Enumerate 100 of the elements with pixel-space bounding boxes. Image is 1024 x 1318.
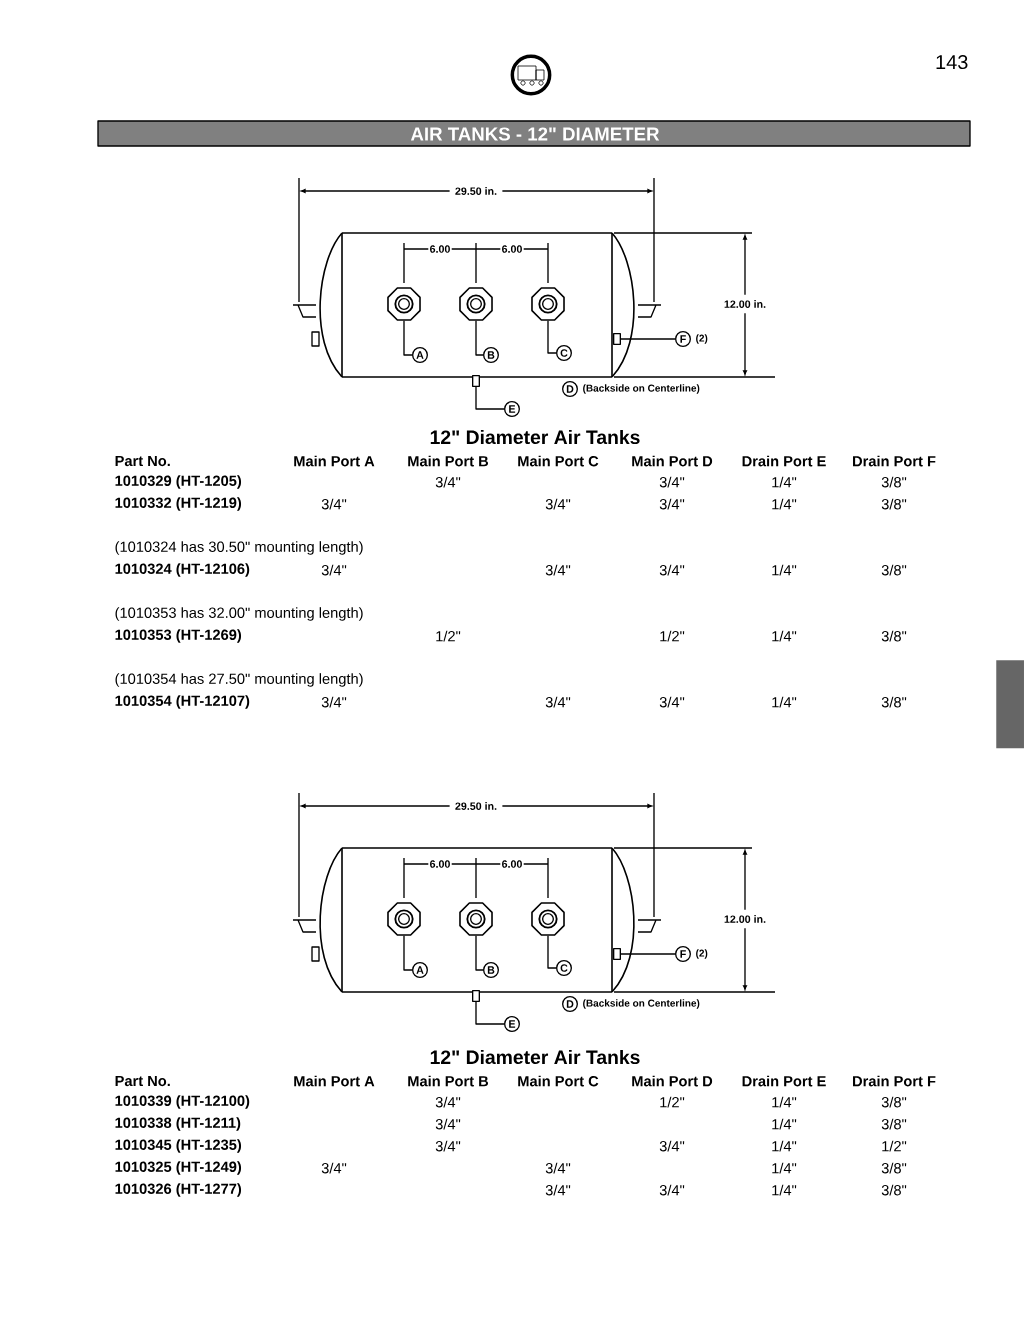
callout-letter: E [504,1016,520,1032]
table-title: 12" Diameter Air Tanks [430,1049,640,1065]
table-cell: 1/2" [882,1140,907,1152]
table-cell: 3/4" [545,696,571,708]
table-cell: 1/2" [660,1096,685,1108]
table-cell: 1/4" [772,498,797,510]
table-cell: 3/8" [881,696,907,708]
table-cell: 3/4" [321,498,347,510]
table-cell: 3/8" [881,630,907,642]
dimension-label: 6.00 [428,243,452,255]
table-cell: 1/4" [772,1140,797,1152]
callout-letter: C [556,345,572,361]
leader-line [403,935,413,971]
table-cell: 1010325 (HT-1249) [115,1161,242,1175]
column-header: Main Port C [518,1075,599,1087]
dimension-label: 6.00 [500,858,524,870]
column-header: Drain Port F [853,455,936,467]
table-cell: 1/4" [772,1184,797,1196]
leader-line [475,935,484,971]
port-fitting [459,287,493,321]
table-cell: 1/4" [772,1096,797,1108]
table-cell: 1010339 (HT-12100) [115,1095,250,1109]
column-header: Main Port A [294,1075,375,1087]
table-cell: 3/4" [545,564,571,576]
column-header: Main Port B [408,1075,489,1087]
title-bar: AIR TANKS - 12" DIAMETER [97,120,971,147]
port-fitting [531,902,565,936]
column-header: Main Port D [632,1075,713,1087]
callout-letter: D [562,381,578,397]
column-header: Drain Port F [853,1075,936,1087]
section-tab [996,660,1024,749]
table-cell: 1010326 (HT-1277) [115,1183,242,1197]
page-number: 143 [936,54,968,70]
dimension-label: 12.00 in. [722,909,768,929]
table-note: (1010354 has 27.50" mounting length) [115,673,363,687]
table-cell: 1010354 (HT-12107) [115,695,250,709]
callout-letter: D [562,996,578,1012]
port-fitting [387,287,421,321]
table-cell: 3/8" [881,1184,907,1196]
callout-letter: C [556,960,572,976]
leader-line [547,935,557,969]
dimension-label: 12.00 in. [722,294,768,314]
column-header: Part No. [115,1075,170,1087]
table-cell: 3/4" [321,564,347,576]
table-cell: 1/2" [436,630,461,642]
table-cell: 1/4" [772,630,797,642]
callout-letter: F [675,331,691,347]
drain-port [613,948,621,960]
table-cell: 1/4" [772,564,797,576]
table-title: 12" Diameter Air Tanks [430,429,640,445]
leader-line [620,953,676,955]
table-cell: 3/4" [435,1096,461,1108]
callout-letter: A [412,962,428,978]
callout-note: (2) [696,949,708,959]
table-cell: 1010353 (HT-1269) [115,629,242,643]
callout-letter: F [675,946,691,962]
table-cell: 3/4" [659,1140,685,1152]
table-cell: 3/4" [321,1162,347,1174]
callout-note: (Backside on Centerline) [583,999,700,1009]
drain-port [613,333,621,345]
table-cell: 1010345 (HT-1235) [115,1139,242,1153]
table-cell: 1010329 (HT-1205) [115,475,242,489]
table-cell: 3/8" [881,564,907,576]
port-fitting [531,287,565,321]
column-header: Part No. [115,455,170,467]
leader-line [620,338,676,340]
table-cell: 1/4" [772,1118,797,1130]
leader-line [403,320,413,356]
table-cell: 1010324 (HT-12106) [115,563,250,577]
callout-note: (2) [696,334,708,344]
table-cell: 3/4" [435,476,461,488]
table-cell: 3/8" [881,476,907,488]
port-fitting [387,902,421,936]
table-cell: 3/4" [435,1118,461,1130]
table-cell: 1/2" [660,630,685,642]
table-cell: 3/4" [659,476,685,488]
table-cell: 3/4" [659,498,685,510]
table-cell: 3/4" [545,1162,571,1174]
table-note: (1010353 has 32.00" mounting length) [115,607,363,621]
table-cell: 3/8" [881,1096,907,1108]
table-cell: 1/4" [772,696,797,708]
column-header: Main Port D [632,455,713,467]
table-cell: 3/4" [659,564,685,576]
table-cell: 1010332 (HT-1219) [115,497,242,511]
callout-letter: A [412,347,428,363]
table-cell: 3/4" [545,498,571,510]
callout-note: (Backside on Centerline) [583,384,700,394]
table-cell: 1/4" [772,476,797,488]
callout-letter: B [483,347,499,363]
column-header: Drain Port E [742,455,826,467]
table-cell: 3/8" [881,1118,907,1130]
dimension-label: 29.50 in. [449,800,503,812]
leader-line [475,1001,505,1025]
port-fitting [459,902,493,936]
table-cell: 1010338 (HT-1211) [115,1117,241,1131]
column-header: Main Port A [294,455,375,467]
drain-port [472,375,480,387]
dimension-label: 29.50 in. [449,185,503,197]
column-header: Drain Port E [742,1075,826,1087]
table-cell: 3/4" [321,696,347,708]
